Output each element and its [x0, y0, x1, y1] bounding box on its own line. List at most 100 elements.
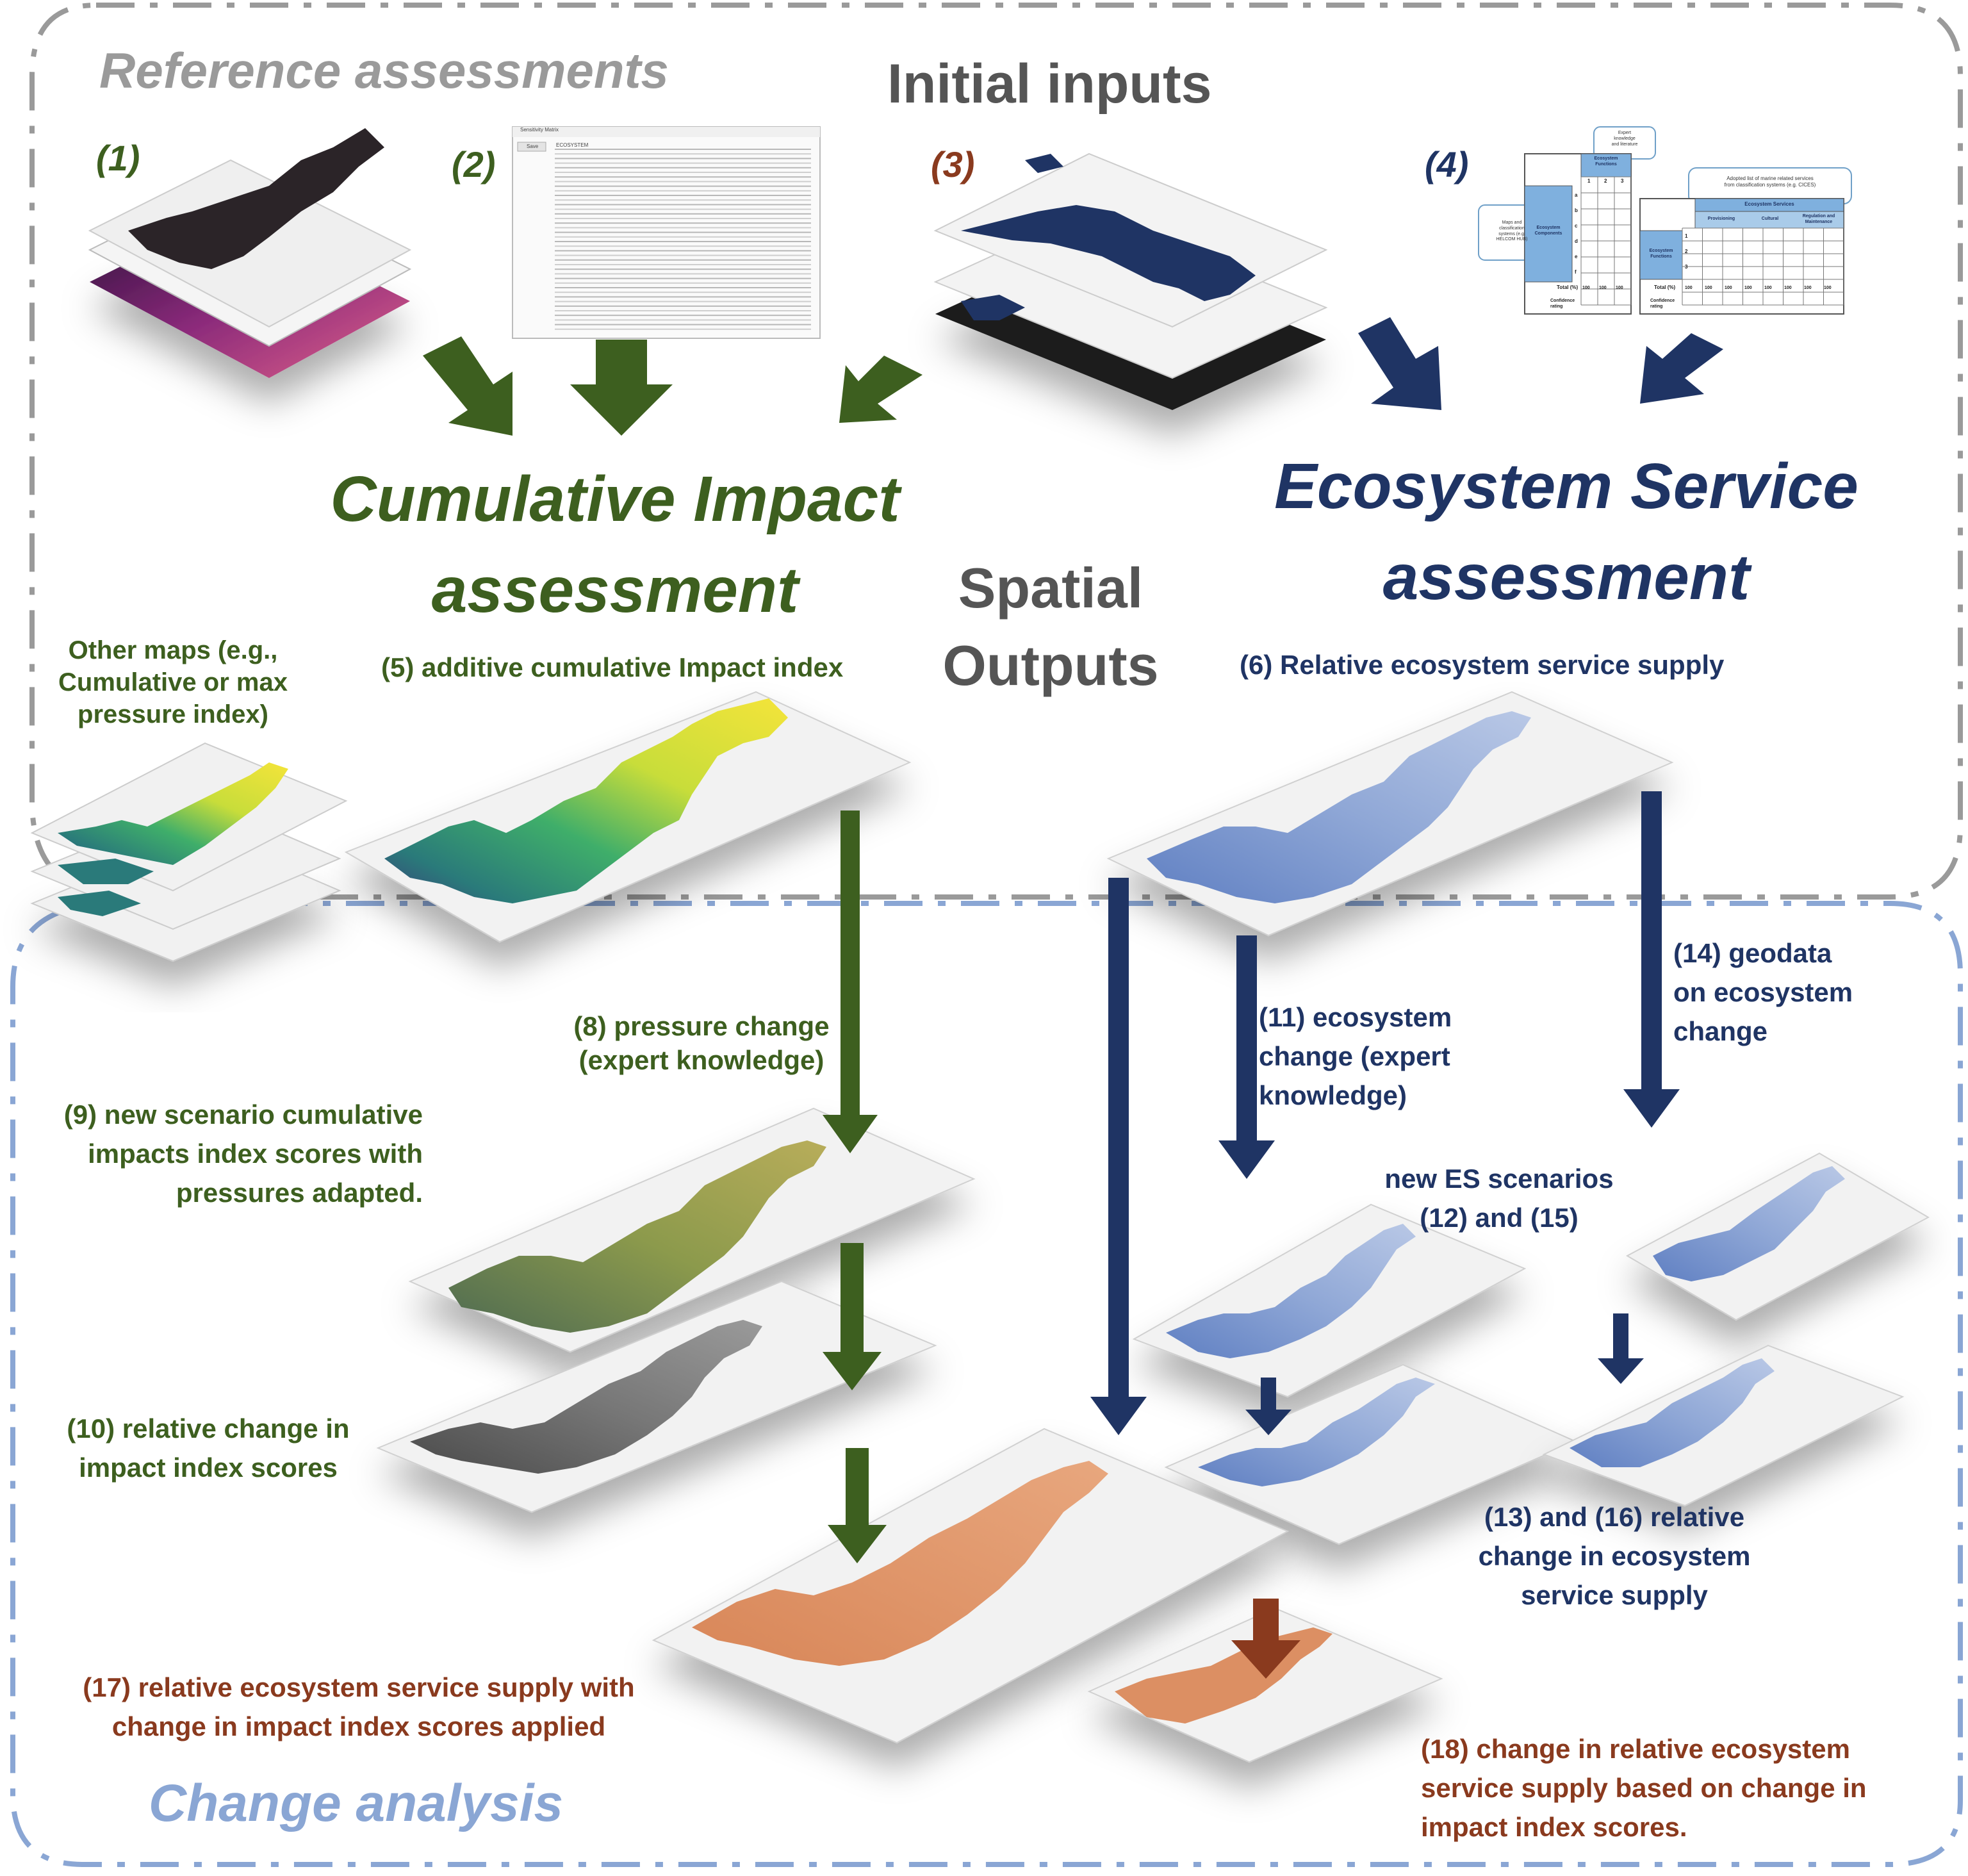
map-6-es-supply: [1106, 691, 1674, 937]
functions-header-label: Ecosystem Functions: [1594, 156, 1618, 167]
right-functions-header: [1639, 230, 1683, 280]
map-6-label: (6) Relative ecosystem service supply: [1240, 650, 1725, 680]
matrix-row-letter: e: [1575, 254, 1578, 259]
sheet-row-line: [555, 300, 811, 302]
map-16-shape: [1570, 1358, 1775, 1467]
matrix-row-letter: d: [1575, 238, 1578, 244]
arrow-input4-to-es: [1640, 333, 1723, 404]
cultural-label: Cultural: [1761, 217, 1779, 221]
right-total-label: Total (%): [1654, 284, 1676, 290]
sheet-row-line: [555, 282, 811, 284]
matrix-total-value: 100: [1764, 286, 1772, 290]
input-4-label: (4): [1425, 144, 1469, 185]
sheet-row-line: [555, 218, 811, 219]
spatial-outputs-title: Spatial Outputs: [942, 556, 1159, 697]
map-5-label: (5) additive cumulative Impact index: [381, 652, 844, 682]
map-9-shape: [448, 1140, 826, 1333]
map-6-shape: [1147, 711, 1531, 903]
map-17-label: (17) relative ecosystem service supply w…: [83, 1672, 635, 1741]
sheet-row-line: [555, 158, 811, 160]
arrow-input2-to-ci: [570, 340, 673, 436]
flow-arrows: [823, 791, 1680, 1679]
ecosystem-change-label: (11) ecosystem change (expert knowledge): [1259, 1002, 1452, 1110]
arrow-6-to-17: [1090, 878, 1147, 1435]
sheet-row-line: [555, 273, 811, 275]
map-18-label: (18) change in relative ecosystem servic…: [1421, 1734, 1867, 1842]
pressure-change-label: (8) pressure change (expert knowledge): [573, 1011, 830, 1075]
stack-map: [58, 762, 288, 865]
matrix-total-value: 100: [1582, 286, 1590, 290]
services-header-label: Ecosystem Services: [1744, 201, 1794, 207]
sheet-row-line: [555, 222, 811, 224]
sheet-row-line: [555, 287, 811, 288]
sheet-row-line: [555, 305, 811, 307]
adopted-note: Adopted list of marine related services …: [1724, 176, 1816, 188]
matrix-total-value: 100: [1804, 286, 1812, 290]
matrix-col-number: 3: [1621, 178, 1624, 184]
sheet-row-line: [555, 324, 811, 325]
input-1-label: (1): [96, 138, 140, 178]
arrow-geodata: [1623, 791, 1680, 1128]
sheet-row-line: [555, 296, 811, 298]
matrix-row-letter: b: [1575, 208, 1578, 213]
sheet-row-line: [555, 310, 811, 311]
reference-section-border: [29, 2, 1963, 900]
matrix-row-letter: a: [1575, 192, 1578, 198]
sheet-header: ECOSYSTEM: [556, 142, 589, 148]
matrix-total-value: 100: [1744, 286, 1752, 290]
right-functions-label: Ecosystem Functions: [1649, 249, 1673, 259]
input-4-matrices: [1478, 126, 1852, 315]
input-3-map: [961, 205, 1256, 301]
matrix-total-value: 100: [1725, 286, 1732, 290]
matrix-row-letter: c: [1575, 223, 1578, 229]
arrow-15-to-16: [1598, 1313, 1644, 1384]
es-assessment-title: Ecosystem Service assessment: [1274, 450, 1858, 613]
map-12-shape: [1166, 1224, 1416, 1358]
sheet-row-line: [555, 245, 811, 247]
map-10-label: (10) relative change in impact index sco…: [67, 1413, 350, 1483]
right-matrix-grid: [1682, 227, 1844, 306]
arrow-input1-to-ci: [423, 336, 512, 436]
sheet-row-line: [555, 176, 811, 178]
sheet-row-line: [555, 254, 811, 256]
map-9-label: (9) new scenario cumulative impacts inde…: [63, 1099, 423, 1208]
arrow-12-to-13: [1245, 1378, 1292, 1435]
arrow-input3-to-ci: [839, 356, 922, 423]
input-arrows: [423, 317, 1723, 436]
map-17-shape: [692, 1461, 1108, 1666]
map-16-plane: [1542, 1344, 1905, 1507]
input-1-map: [128, 128, 384, 269]
sheet-row-line: [555, 195, 811, 196]
map-note: Maps and classification systems (e.g. HE…: [1496, 220, 1528, 242]
sheet-row-line: [555, 181, 811, 183]
sheet-row-line: [555, 213, 811, 215]
initial-inputs-title: Initial inputs: [887, 53, 1212, 115]
input-2-spreadsheet: [512, 126, 821, 339]
sheet-row-line: [555, 185, 811, 187]
sheet-title: Sensitivity Matrix: [520, 127, 559, 133]
matrix-row-letter: f: [1575, 269, 1577, 275]
matrix-total-value: 100: [1824, 286, 1832, 290]
matrix-row-number: 2: [1685, 249, 1688, 254]
regulation-label: Regulation and Maintenance: [1802, 214, 1835, 224]
matrix-col-number: 1: [1587, 178, 1591, 184]
matrix-col-number: 2: [1604, 178, 1607, 184]
input-2-label: (2): [452, 144, 496, 185]
sheet-row-line: [555, 236, 811, 238]
sheet-save-button[interactable]: [517, 142, 546, 152]
matrix-total-value: 100: [1616, 286, 1623, 290]
map-15-shape: [1653, 1166, 1845, 1281]
sheet-row-line: [555, 231, 811, 233]
expert-note: Expert knowledge and literature: [1611, 131, 1638, 147]
matrix-total-value: 100: [1685, 286, 1693, 290]
es-scenarios-label: new ES scenarios (12) and (15): [1384, 1164, 1614, 1233]
right-confidence-label: Confidence rating: [1650, 299, 1675, 309]
map-5-shape: [384, 698, 788, 903]
left-confidence-label: Confidence rating: [1550, 299, 1575, 309]
map-16-relative-change: [1542, 1344, 1905, 1507]
sheet-row-line: [555, 227, 811, 229]
matrix-row-number: 1: [1685, 233, 1688, 239]
sheet-row-line: [555, 241, 811, 242]
left-matrix-grid: [1580, 176, 1632, 306]
sheet-save-label: Save: [527, 144, 539, 149]
